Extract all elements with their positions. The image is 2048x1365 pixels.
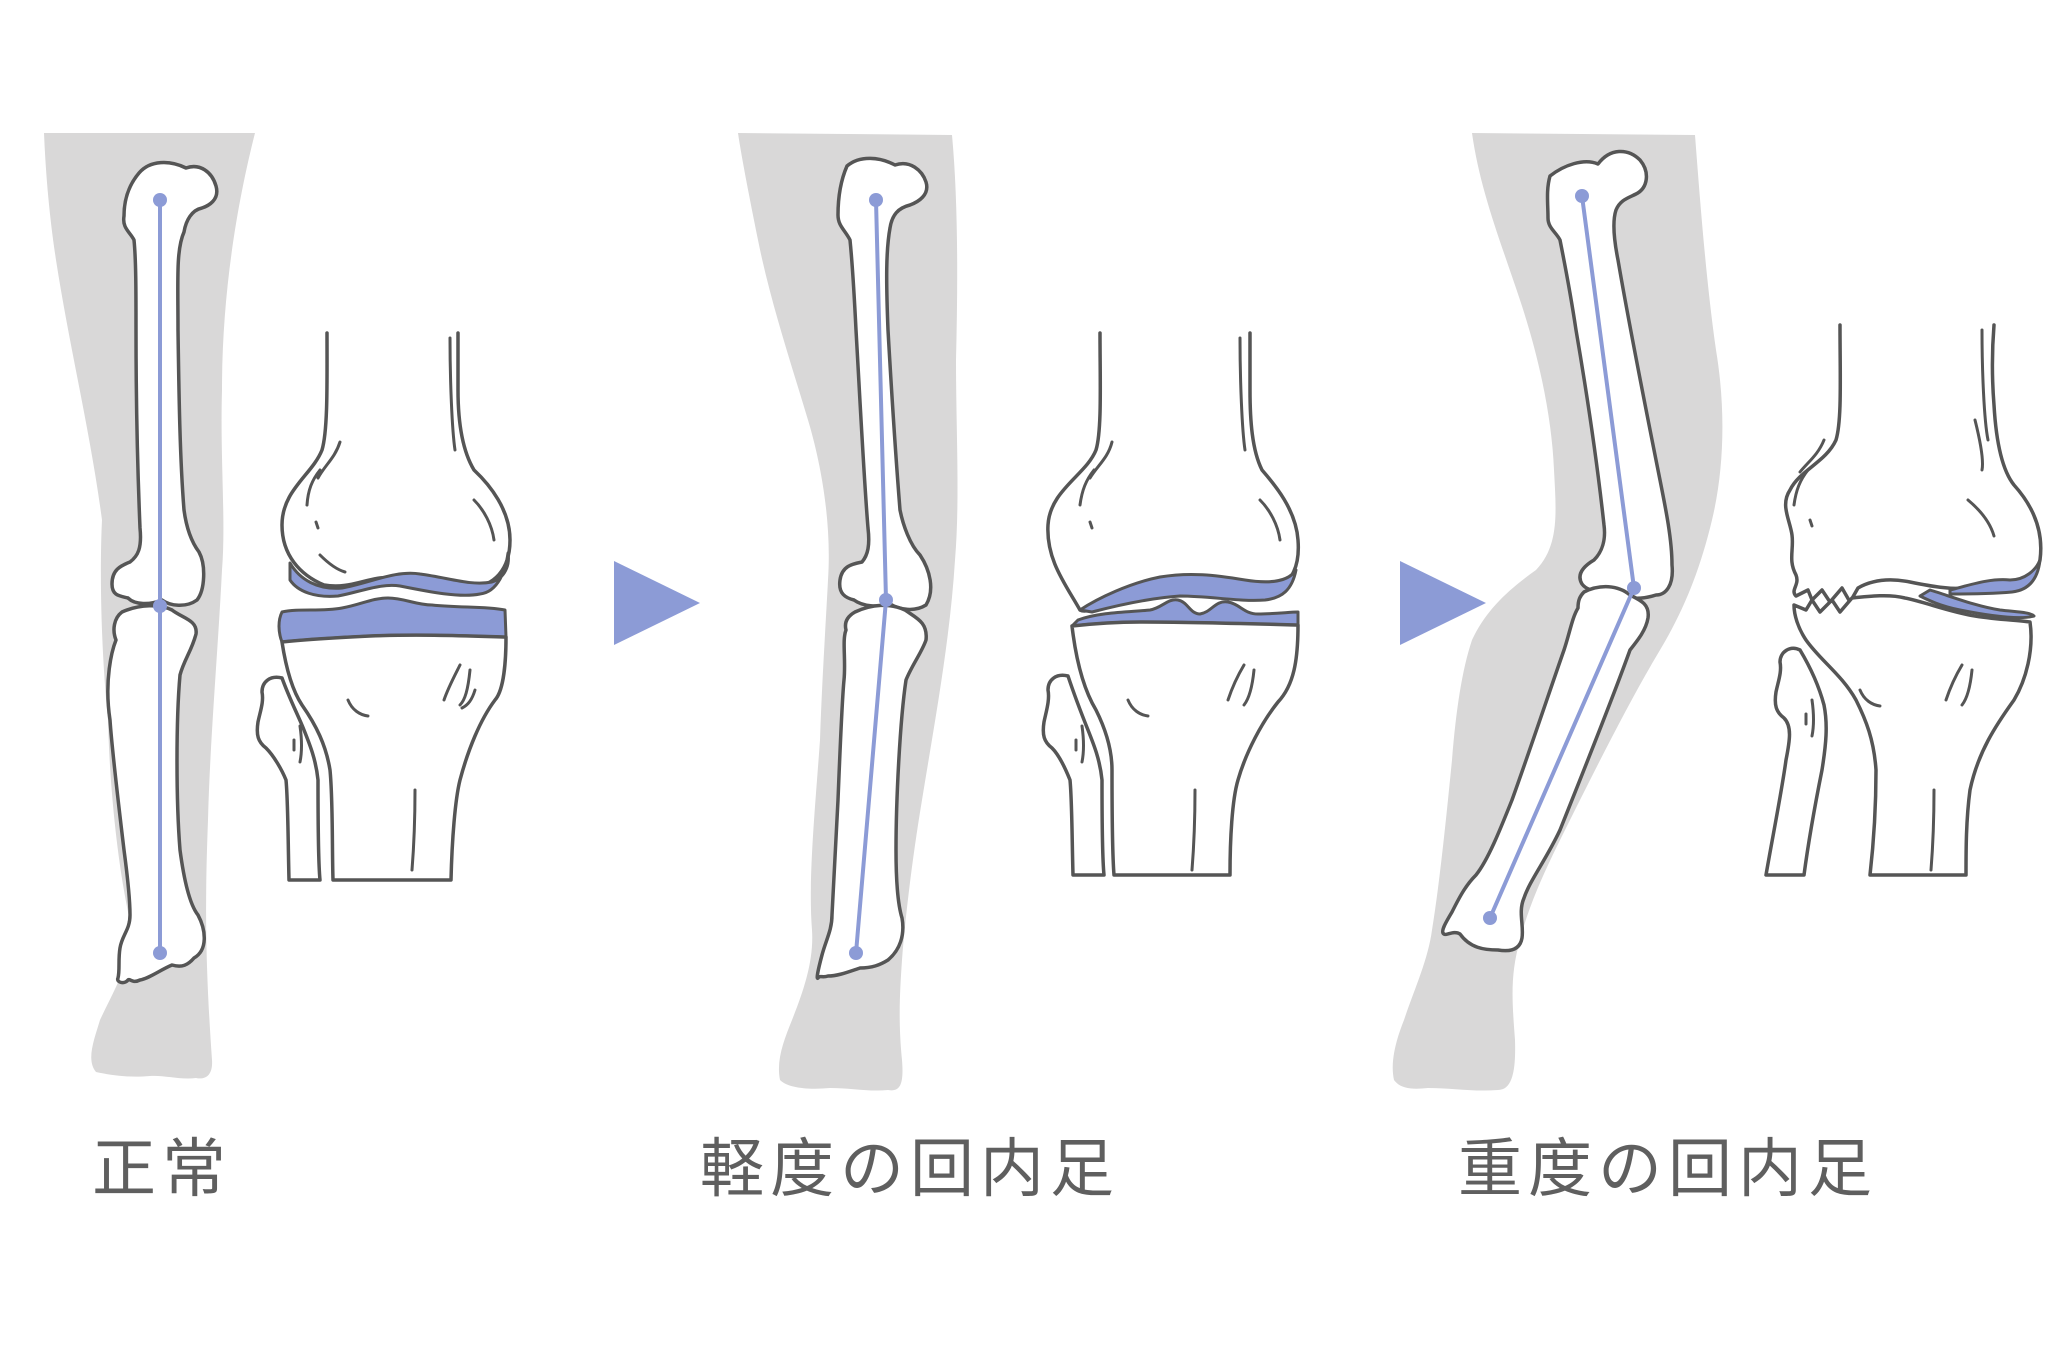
axis-point-ankle-mild xyxy=(849,946,863,960)
femur-cartilage-mild xyxy=(1078,568,1298,614)
caption-normal: 正常 xyxy=(92,1133,232,1207)
femur-condyle-mild xyxy=(1046,331,1301,613)
axis-point-ankle-normal xyxy=(153,946,167,960)
tibia-plateau-severe xyxy=(1792,593,2033,877)
femur-condyle-normal xyxy=(280,331,512,591)
femur-normal xyxy=(110,160,219,607)
fibula-head-normal xyxy=(255,675,322,882)
axis-point-knee-normal xyxy=(153,599,167,613)
axis-point-knee-severe xyxy=(1627,581,1641,595)
arrow-right-icon xyxy=(614,561,700,645)
femur-cartilage-normal xyxy=(288,551,510,598)
fibula-head-mild xyxy=(1041,673,1106,877)
tibia-cartilage-severe xyxy=(1918,588,2036,620)
fibula-detail-normal xyxy=(292,663,477,872)
tibia-normal xyxy=(106,604,206,985)
arrow-right-icon xyxy=(1400,561,1486,645)
fibula-detail-mild xyxy=(1074,663,1256,872)
tibia-plateau-normal xyxy=(280,633,508,882)
fibula-detail-severe xyxy=(1804,663,1974,872)
femur-mild xyxy=(836,156,933,612)
axis-point-hip-severe xyxy=(1575,189,1589,203)
femur-condyle-groove-mild xyxy=(1078,336,1282,542)
axis-point-hip-mild xyxy=(869,193,883,207)
knee-closeup-normal xyxy=(255,331,512,882)
femur-severe xyxy=(1545,149,1675,601)
panel-normal xyxy=(44,133,512,1079)
fibula-head-severe xyxy=(1764,646,1828,877)
leg-silhouette-mild xyxy=(738,133,958,1091)
caption-mild: 軽度の回内足 xyxy=(700,1133,1120,1207)
axis-point-hip-normal xyxy=(153,193,167,207)
axis-point-knee-mild xyxy=(879,593,893,607)
panel-mild xyxy=(738,133,1301,1091)
tibia-plateau-mild xyxy=(1070,620,1300,877)
femur-cartilage-severe xyxy=(1948,558,2042,596)
femur-condyle-groove-normal xyxy=(305,336,496,574)
knee-closeup-mild xyxy=(1041,331,1301,877)
caption-severe: 重度の回内足 xyxy=(1458,1133,1878,1207)
femur-condyle-groove-severe xyxy=(1792,328,1996,538)
knee-closeup-severe xyxy=(1764,323,2043,877)
femur-condyle-severe xyxy=(1783,323,2043,604)
panel-severe xyxy=(1392,133,2043,1091)
axis-point-ankle-severe xyxy=(1483,911,1497,925)
